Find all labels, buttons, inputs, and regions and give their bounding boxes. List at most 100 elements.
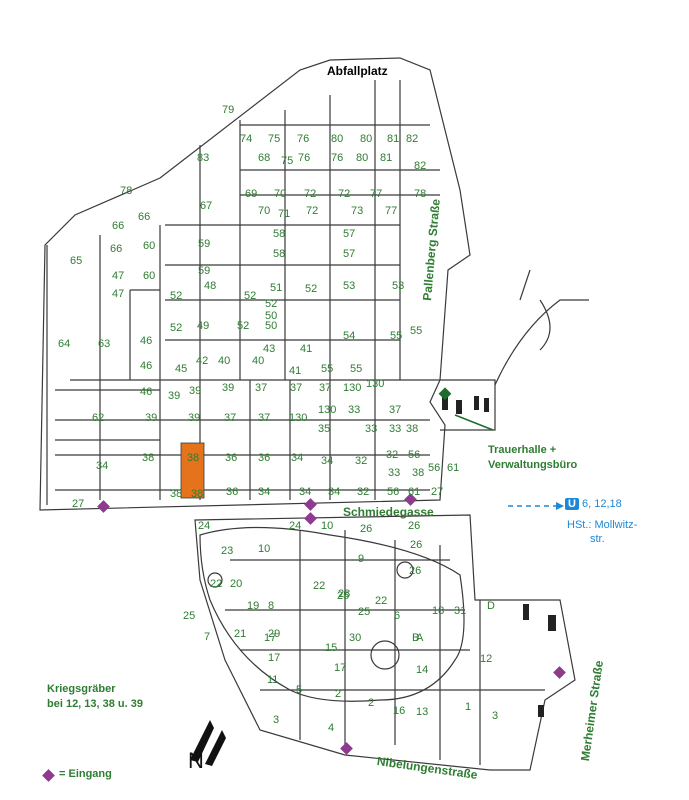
schmiedegasse-label: Schmiedegasse	[343, 505, 434, 519]
field-number-label: 76	[297, 133, 310, 145]
field-number-label: 17	[268, 652, 281, 664]
field-number-label: 17	[334, 662, 347, 674]
field-number-label: 25	[183, 610, 196, 622]
field-number-label: 82	[406, 133, 419, 145]
field-number-label: 56	[387, 486, 400, 498]
field-number-label: 38	[191, 488, 204, 500]
field-number-label: 53	[392, 280, 405, 292]
field-number-label: 55	[350, 363, 363, 375]
field-number-label: 24	[198, 520, 211, 532]
field-number-label: 79	[222, 104, 235, 116]
field-number-label: 61	[447, 462, 460, 474]
field-number-label: 2	[368, 697, 375, 709]
field-number-label: 33	[389, 423, 402, 435]
field-number-label: 130	[366, 378, 385, 390]
field-number-label: 13	[416, 706, 429, 718]
field-number-label: 12	[480, 653, 493, 665]
field-number-label: 39	[145, 412, 158, 424]
field-number-label: 32	[357, 486, 370, 498]
field-number-label: 19	[247, 600, 260, 612]
field-number-label: 64	[58, 338, 71, 350]
field-number-label: 52	[170, 322, 183, 334]
field-number-label: 26	[410, 539, 423, 551]
field-number-label: 78	[120, 185, 133, 197]
field-number-label: 26	[408, 520, 421, 532]
map-outlines	[39, 57, 589, 771]
field-number-label: 41	[289, 365, 302, 377]
svg-text:N: N	[188, 748, 204, 773]
kriegsgraeber-label-1: Kriegsgräber	[47, 683, 116, 695]
field-number-label: 38	[170, 488, 183, 500]
field-number-label: 23	[221, 545, 234, 557]
field-number-label: 57	[343, 248, 356, 260]
field-number-label: 61	[408, 486, 421, 498]
field-number-label: 36	[225, 452, 238, 464]
field-number-label: 40	[252, 355, 265, 367]
field-number-label: 74	[240, 133, 253, 145]
field-number-label: 80	[360, 133, 373, 145]
field-number-label: 17	[264, 632, 277, 644]
field-number-label: 22	[313, 580, 326, 592]
field-number-label: 34	[291, 452, 304, 464]
field-number-label: 15	[325, 642, 338, 654]
field-number-label: 4	[328, 722, 335, 734]
field-number-label: 37	[258, 412, 271, 424]
field-number-label: 76	[298, 152, 311, 164]
hst-label-1: HSt.: Mollwitz-	[567, 519, 638, 531]
field-number-label: 83	[197, 152, 210, 164]
field-number-label: 34	[328, 486, 341, 498]
field-number-label: 34	[96, 460, 109, 472]
field-number-label: A	[416, 632, 424, 644]
field-number-label: 47	[112, 288, 125, 300]
field-number-label: 46	[140, 360, 153, 372]
field-number-label: 72	[338, 188, 351, 200]
field-number-label: 77	[370, 188, 383, 200]
hst-label-2: str.	[590, 533, 605, 545]
field-number-label: 45	[175, 363, 188, 375]
field-number-label: 55	[390, 330, 403, 342]
field-number-label: 39	[222, 382, 235, 394]
field-number-label: 38	[142, 452, 155, 464]
field-number-label: 130	[343, 382, 362, 394]
field-number-label: 39	[168, 390, 181, 402]
ubahn-info: U 6, 12,18	[565, 498, 622, 510]
field-number-label: 77	[385, 205, 398, 217]
field-number-label: 27	[72, 498, 85, 510]
trauerhalle-marker	[438, 387, 452, 401]
field-number-label: 56	[408, 449, 421, 461]
field-number-label: 34	[321, 455, 334, 467]
field-number-label: 52	[265, 298, 278, 310]
field-number-label: 5	[296, 684, 303, 696]
field-number-label: 41	[300, 343, 313, 355]
field-number-label: 7	[204, 631, 211, 643]
field-number-label: 63	[98, 338, 111, 350]
field-number-label: 51	[270, 282, 283, 294]
field-number-label: 40	[218, 355, 231, 367]
field-number-label: 24	[289, 520, 302, 532]
field-number-label: 66	[110, 243, 123, 255]
field-number-label: 28	[338, 588, 351, 600]
field-number-label: 36	[226, 486, 239, 498]
field-number-label: 10	[258, 543, 271, 555]
field-number-label: 36	[258, 452, 271, 464]
field-number-label: 37	[224, 412, 237, 424]
ubahn-lines: 6, 12,18	[582, 498, 622, 510]
field-number-label: 30	[349, 632, 362, 644]
field-number-label: 72	[306, 205, 319, 217]
field-number-label: 66	[138, 211, 151, 223]
trauerhalle-label-1: Trauerhalle +	[488, 444, 557, 456]
field-number-label: 69	[245, 188, 258, 200]
north-arrow-icon: N	[188, 720, 226, 773]
field-number-label: 72	[304, 188, 317, 200]
field-number-label: 37	[319, 382, 332, 394]
field-number-label: 6	[394, 610, 401, 622]
field-number-label: 46	[140, 335, 153, 347]
field-number-label: 37	[389, 404, 402, 416]
field-number-label: 49	[197, 320, 210, 332]
field-number-label: 62	[92, 412, 105, 424]
field-number-label: 65	[70, 255, 83, 267]
field-number-label: 71	[278, 208, 291, 220]
field-number-label: 50	[265, 310, 278, 322]
field-number-label: 3	[492, 710, 499, 722]
field-number-label: 48	[204, 280, 217, 292]
